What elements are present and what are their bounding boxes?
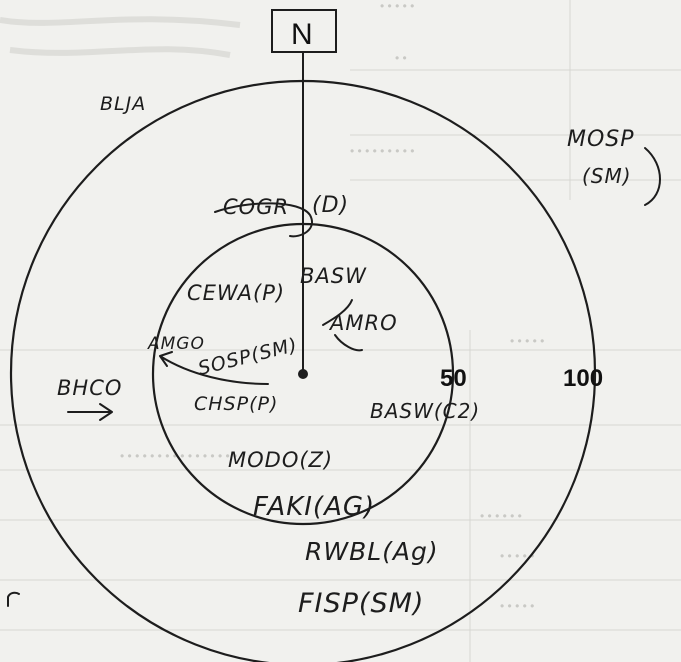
svg-text:• • • • • • • • • • • • • • •: • • • • • • • • • • • • • • • • • • (120, 449, 252, 463)
svg-text:• •: • • (395, 51, 407, 65)
center-point (298, 369, 308, 379)
mosp-bracket (644, 147, 661, 206)
label-modo: MODO(Z) (228, 448, 333, 472)
label-bhco: BHCO (57, 376, 122, 400)
label-fisp: FISP(SM) (298, 588, 424, 619)
bhco-arrow (67, 403, 113, 421)
north-label: N (291, 18, 313, 51)
label-cewa: CEWA(P) (187, 281, 285, 305)
svg-text:• • • • •: • • • • • (500, 549, 534, 563)
north-box (271, 9, 337, 53)
label-basw-c2: BASW(C2) (370, 399, 480, 423)
label-amgo: AMGO (147, 334, 205, 354)
label-basw-top: BASW (300, 264, 367, 288)
label-blja: BLJA (100, 93, 146, 115)
label-chsp: CHSP(P) (194, 393, 278, 415)
cogr-arrow (214, 202, 313, 238)
amro-strike (322, 299, 363, 352)
svg-text:• • • • • • • • •: • • • • • • • • • (350, 144, 414, 158)
label-mosp-sub: (SM) (582, 164, 632, 188)
svg-text:• • • • • •: • • • • • • (480, 509, 522, 523)
stray-mark (7, 591, 20, 607)
label-cogr-mark: (D) (312, 193, 349, 218)
label-rwbl: RWBL(Ag) (305, 537, 439, 566)
outer-ring-label: 100 (563, 365, 603, 392)
svg-text:• • • • •: • • • • • (380, 0, 414, 13)
sosp-arrow (159, 351, 269, 385)
svg-text:• • • • •: • • • • • (510, 334, 544, 348)
label-sosp: SOSP(SM) (196, 334, 300, 380)
label-faki: FAKI(AG) (253, 492, 375, 522)
inner-ring-label: 50 (440, 365, 467, 392)
label-mosp: MOSP (567, 127, 635, 152)
svg-text:• • • • •: • • • • • (500, 599, 534, 613)
